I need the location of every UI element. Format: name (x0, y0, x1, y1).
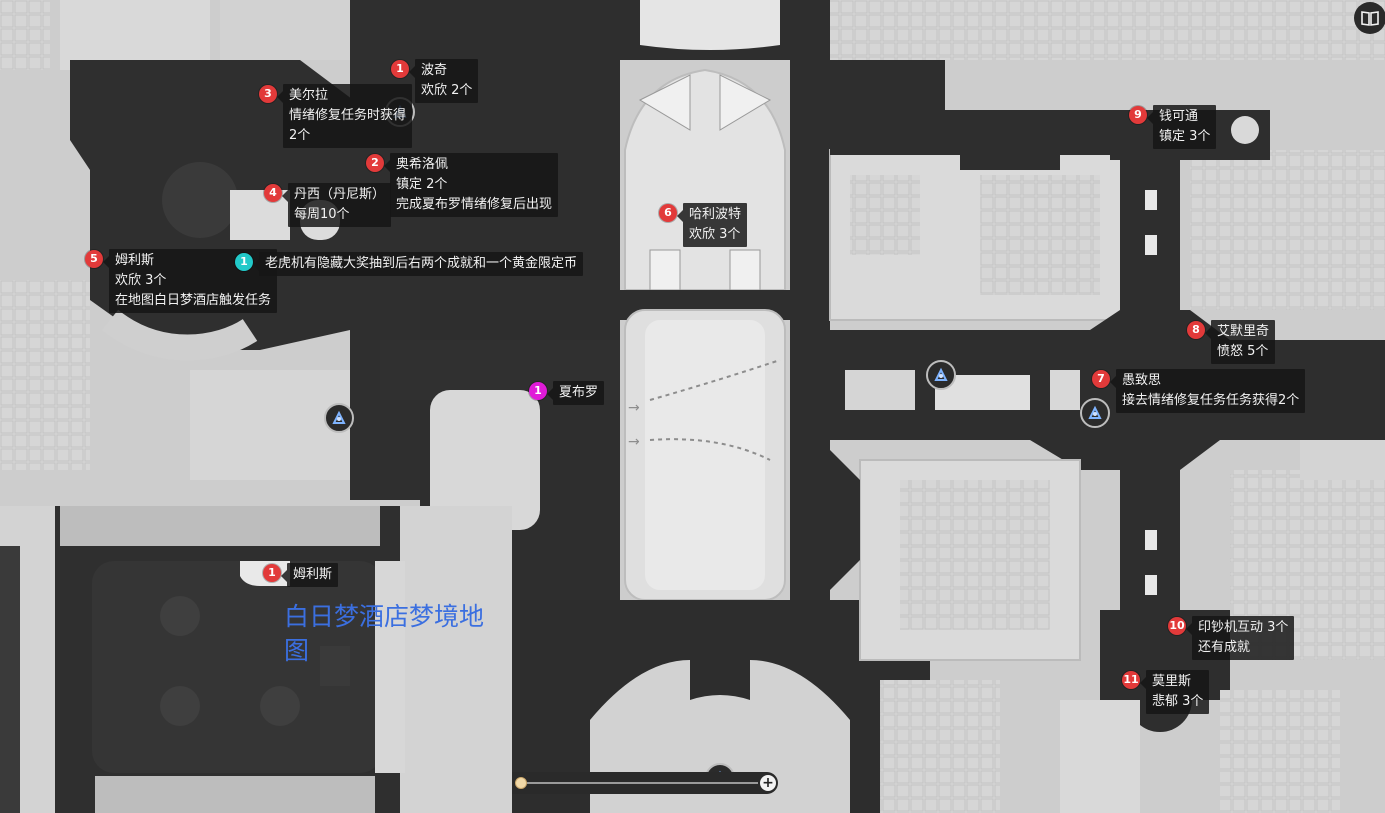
marker-line: 还有成就 (1198, 640, 1251, 655)
marker-number: 1 (235, 253, 253, 271)
marker-line: 莫里斯 (1152, 674, 1192, 689)
marker-line: 镇定 2个 (396, 177, 448, 192)
marker-number: 9 (1129, 106, 1147, 124)
marker-number: 11 (1122, 671, 1140, 689)
marker-line: 丹西（丹尼斯） (294, 187, 386, 202)
zoom-track[interactable] (522, 782, 758, 784)
marker-xiabuluo[interactable]: 1 夏布罗 (529, 381, 605, 405)
marker-number: 1 (391, 60, 409, 78)
marker-label: 莫里斯 悲郁 3个 (1139, 670, 1210, 714)
teleport-anchor-icon[interactable] (324, 403, 354, 433)
marker-label: 老虎机有隐藏大奖抽到后右两个成就和一个黄金限定币 (252, 252, 584, 276)
marker-number: 4 (264, 184, 282, 202)
teleport-anchor-icon[interactable] (926, 360, 956, 390)
marker-number: 6 (659, 204, 677, 222)
marker-molisi[interactable]: 11 莫里斯 悲郁 3个 (1122, 670, 1210, 714)
inset-map[interactable] (0, 506, 512, 813)
marker-line: 夏布罗 (559, 385, 599, 400)
marker-line: 镇定 3个 (1159, 129, 1211, 144)
marker-label: 印钞机互动 3个 还有成就 (1185, 616, 1295, 660)
marker-line: 哈利波特 (689, 207, 742, 222)
marker-line: 姆利斯 (115, 253, 155, 268)
marker-line: 每周10个 (294, 207, 350, 222)
marker-aoxiluopei[interactable]: 2 奥希洛佩 镇定 2个 完成夏布罗情绪修复后出现 (366, 153, 559, 217)
marker-number: 8 (1187, 321, 1205, 339)
marker-line: 姆利斯 (293, 567, 333, 582)
marker-bochi[interactable]: 1 波奇 欢欣 2个 (391, 59, 479, 103)
marker-aimoliqi[interactable]: 8 艾默里奇 愤怒 5个 (1187, 320, 1276, 364)
marker-label: 美尔拉 情绪修复任务时获得 2个 (276, 84, 413, 148)
zoom-handle[interactable] (515, 777, 527, 789)
marker-number: 10 (1168, 617, 1186, 635)
arrow-right-icon: → (628, 434, 640, 450)
zoom-slider[interactable]: + (512, 772, 778, 794)
marker-label: 夏布罗 (546, 381, 605, 405)
marker-line: 艾默里奇 (1217, 324, 1270, 339)
marker-line: 情绪修复任务时获得 (289, 108, 407, 123)
marker-line: 奥希洛佩 (396, 157, 449, 172)
marker-halibote[interactable]: 6 哈利波特 欢欣 3个 (659, 203, 748, 247)
marker-line: 美尔拉 (289, 88, 329, 103)
marker-line: 欢欣 2个 (421, 83, 473, 98)
marker-yuzhisi[interactable]: 7 愚致思 接去情绪修复任务任务获得2个 (1092, 369, 1306, 413)
marker-label: 姆利斯 (280, 563, 339, 587)
marker-label: 哈利波特 欢欣 3个 (676, 203, 748, 247)
marker-slot-machine[interactable]: 1 老虎机有隐藏大奖抽到后右两个成就和一个黄金限定币 (235, 252, 584, 276)
marker-line: 完成夏布罗情绪修复后出现 (396, 197, 553, 212)
marker-meierla[interactable]: 3 美尔拉 情绪修复任务时获得 2个 (259, 84, 413, 148)
marker-line: 老虎机有隐藏大奖抽到后右两个成就和一个黄金限定币 (265, 256, 578, 271)
marker-number: 1 (263, 564, 281, 582)
marker-label: 奥希洛佩 镇定 2个 完成夏布罗情绪修复后出现 (383, 153, 559, 217)
zoom-plus-icon[interactable]: + (760, 775, 776, 791)
marker-label: 钱可通 镇定 3个 (1146, 105, 1217, 149)
marker-danxi[interactable]: 4 丹西（丹尼斯） 每周10个 (264, 183, 392, 227)
book-icon[interactable] (1354, 2, 1385, 34)
marker-line: 钱可通 (1159, 109, 1199, 124)
marker-line: 悲郁 3个 (1152, 694, 1204, 709)
marker-line: 欢欣 3个 (115, 273, 167, 288)
teleport-anchor-icon[interactable] (1080, 398, 1110, 428)
marker-number: 7 (1092, 370, 1110, 388)
marker-line: 2个 (289, 128, 311, 143)
marker-yinchaoji[interactable]: 10 印钞机互动 3个 还有成就 (1168, 616, 1295, 660)
marker-label: 愚致思 接去情绪修复任务任务获得2个 (1109, 369, 1306, 413)
marker-label: 波奇 欢欣 2个 (408, 59, 479, 103)
marker-label: 丹西（丹尼斯） 每周10个 (281, 183, 392, 227)
marker-line: 愚致思 (1122, 373, 1162, 388)
marker-number: 5 (85, 250, 103, 268)
marker-line: 波奇 (421, 63, 448, 78)
marker-line: 接去情绪修复任务任务获得2个 (1122, 393, 1300, 408)
marker-number: 3 (259, 85, 277, 103)
marker-qiankeTong[interactable]: 9 钱可通 镇定 3个 (1129, 105, 1217, 149)
marker-line: 欢欣 3个 (689, 227, 741, 242)
marker-number: 1 (529, 382, 547, 400)
arrow-right-icon: → (628, 400, 640, 416)
marker-line: 在地图白日梦酒店触发任务 (115, 293, 272, 308)
marker-label: 艾默里奇 愤怒 5个 (1204, 320, 1276, 364)
marker-line: 印钞机互动 3个 (1198, 620, 1289, 635)
inset-title: 白日梦酒店梦境地图 (284, 602, 485, 665)
marker-line: 愤怒 5个 (1217, 344, 1269, 359)
marker-number: 2 (366, 154, 384, 172)
marker-inset-mulisi[interactable]: 1 姆利斯 (263, 563, 339, 587)
